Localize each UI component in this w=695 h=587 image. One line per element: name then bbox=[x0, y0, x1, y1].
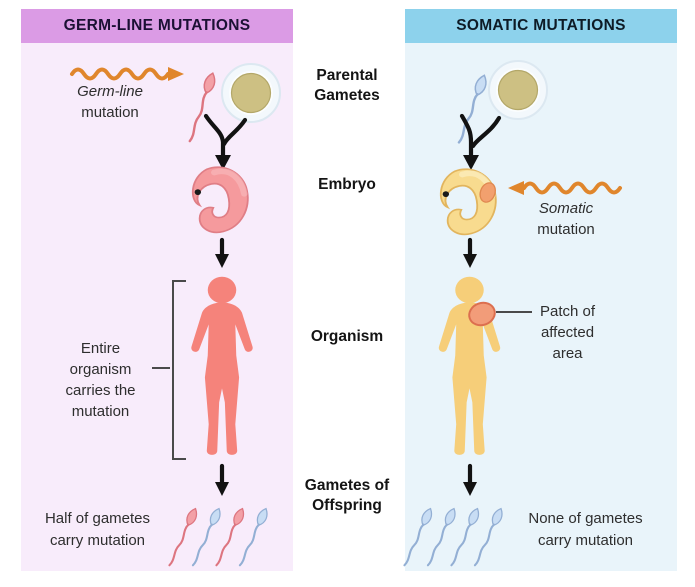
somatic-panel: SOMATIC MUTATIONS bbox=[405, 9, 677, 571]
somatic-mutation-note: Somatic mutation bbox=[514, 198, 618, 240]
entire-organism-note-line3: carries the bbox=[65, 382, 136, 399]
stage-label-parental: Parental bbox=[316, 67, 378, 84]
stage-label-gametes-of-offspring: Gametes of Offspring bbox=[300, 476, 394, 516]
entire-organism-note-line1: Entire bbox=[80, 340, 121, 357]
entire-organism-note-line4: mutation bbox=[71, 403, 130, 420]
entire-organism-note-line2: organism bbox=[69, 361, 132, 378]
patch-note-line2: affected bbox=[540, 324, 595, 341]
germline-mutation-note-line1: Germ-line bbox=[77, 83, 143, 100]
patch-note-line1: Patch of bbox=[539, 303, 596, 320]
patch-note: Patch of affected area bbox=[520, 301, 615, 364]
germline-panel-title: GERM-LINE MUTATIONS bbox=[63, 17, 251, 34]
stage-label-offspring: Offspring bbox=[312, 497, 382, 514]
somatic-panel-title: SOMATIC MUTATIONS bbox=[456, 17, 626, 34]
half-gametes-note: Half of gametes carry mutation bbox=[30, 508, 165, 551]
stage-label-gametes-of: Gametes of bbox=[304, 477, 390, 494]
half-gametes-note-line1: Half of gametes bbox=[44, 510, 151, 527]
half-gametes-note-line2: carry mutation bbox=[49, 531, 146, 549]
none-gametes-note-line2: carry mutation bbox=[537, 531, 634, 549]
stage-label-organism: Organism bbox=[310, 328, 384, 345]
germline-panel-header: GERM-LINE MUTATIONS bbox=[21, 9, 293, 43]
entire-organism-note: Entire organism carries the mutation bbox=[53, 338, 148, 422]
stage-label-embryo: Embryo bbox=[318, 176, 376, 193]
somatic-mutation-note-line2: mutation bbox=[537, 221, 595, 238]
patch-note-line3: area bbox=[552, 345, 583, 362]
stage-label-gametes: Gametes bbox=[314, 87, 380, 104]
stage-label-parental-gametes: Parental Gametes bbox=[300, 66, 394, 106]
none-gametes-note-line1: None of gametes bbox=[528, 510, 643, 527]
germline-mutation-note-line2: mutation bbox=[81, 104, 139, 121]
germline-mutation-note: Germ-line mutation bbox=[58, 81, 162, 123]
somatic-panel-header: SOMATIC MUTATIONS bbox=[405, 9, 677, 43]
somatic-mutation-note-line1: Somatic bbox=[538, 200, 594, 217]
none-gametes-note: None of gametes carry mutation bbox=[518, 508, 653, 551]
